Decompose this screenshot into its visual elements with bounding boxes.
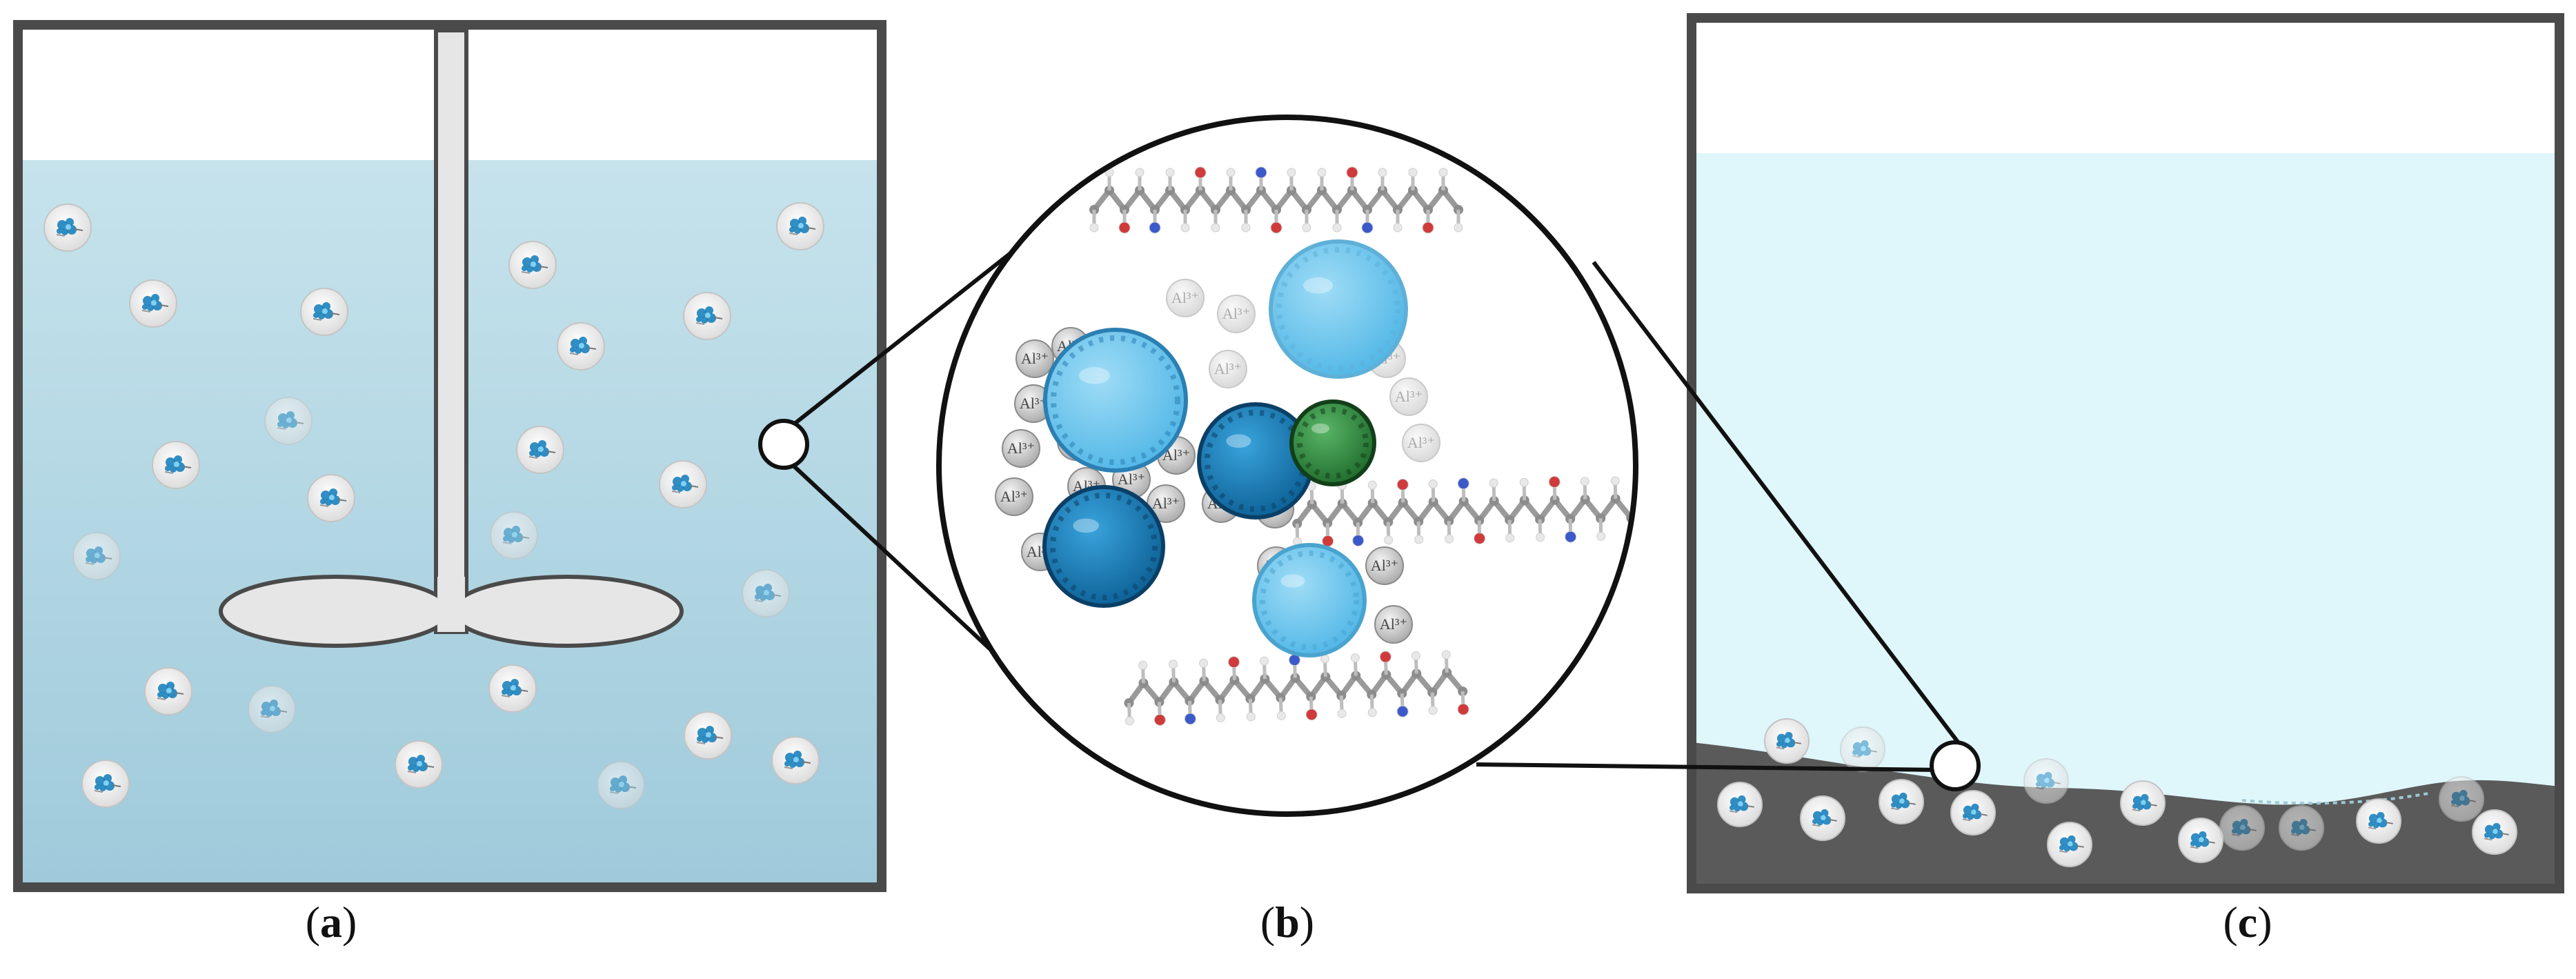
panel-label-b: (b) [1260,898,1315,947]
aluminum-ion: Al³⁺ [1015,339,1054,378]
floc-particle [683,292,731,340]
impeller-blade-left [219,575,452,648]
aluminum-ion-label: Al³⁺ [1380,615,1407,633]
aluminum-ion: Al³⁺ [1374,605,1413,644]
floc-particle [684,711,732,760]
aluminum-ion: Al³⁺ [1209,350,1247,388]
aluminum-ion-label: Al³⁺ [1407,434,1435,451]
impeller-shaft [434,28,468,634]
aluminum-ion: Al³⁺ [1217,295,1256,333]
impeller-blade-right [450,575,684,648]
panel-label-a: (a) [305,898,357,947]
polymer-chain [1292,475,1636,547]
panel-a-frame [13,20,886,892]
floc-particle [2023,758,2069,804]
panel-a-tank [13,20,886,892]
aluminum-ion-label: Al³⁺ [1152,495,1180,512]
zoom-marker-c [1930,740,1981,791]
floc-particle [2356,798,2401,844]
floc-particle [2472,809,2517,855]
floc-particle [1800,795,1845,841]
floc-particle [771,736,820,784]
zoom-source-markers [758,419,1981,791]
panel-c-tank [1687,13,2564,893]
floc-particle [508,241,557,289]
floc-particle [264,397,313,445]
impeller [219,28,684,648]
floc-particle [43,204,92,252]
aluminum-ion-label: Al³⁺ [1371,557,1398,574]
aluminum-ion-label: Al³⁺ [1214,360,1242,377]
aluminum-ion: Al³⁺ [1389,377,1428,416]
floc-sphere [1289,399,1376,486]
floc-particle [2047,822,2092,867]
floc-particle [516,426,564,474]
floc-particle [2219,805,2265,851]
polymer-chain [1089,166,1463,234]
panel-a-particles [43,202,824,809]
floc-particle [1950,790,1996,835]
floc-particle [659,460,707,508]
floc-particle [300,288,348,336]
floc-particle [72,532,121,580]
floc-particle [2178,818,2223,863]
floc-particle [597,761,645,809]
panel-label-c: (c) [2223,898,2272,947]
aluminum-ion-label: Al³⁺ [1171,289,1199,306]
floc-particle [81,760,130,808]
aluminum-ion-label: Al³⁺ [1021,350,1049,367]
floc-particle [2120,780,2166,826]
floc-particles [1042,239,1408,657]
aluminum-ion-label: Al³⁺ [1007,439,1035,457]
floc-particle [395,740,443,789]
floc-particle [307,474,355,522]
zoom-marker-a [758,419,809,470]
panel-b-magnifier: Al³⁺ Al³⁺ Al³⁺ Al³⁺ Al³⁺ Al³⁺ Al³⁺ Al³⁺ Al³⁺ Al³⁺… [936,115,1638,817]
floc-sphere [1269,239,1408,379]
panel-c-frame [1687,13,2564,893]
floc-particle [1840,726,1885,772]
floc-particle [1764,718,1810,764]
aluminum-ion: Al³⁺ [1014,384,1053,423]
floc-particle [144,667,192,715]
aluminum-ion: Al³⁺ [1002,429,1040,468]
floc-particle [557,322,605,370]
aluminum-ion: Al³⁺ [1147,484,1185,523]
floc-particle [129,279,177,328]
zoom-connector-lines [780,250,1965,772]
floc-particle [488,664,537,713]
panel-b-outline [936,115,1638,817]
floc-particle [248,685,296,733]
floc-particle [742,569,790,617]
floc-particle [776,202,824,250]
aluminum-ion: Al³⁺ [1166,279,1205,317]
polymer-chains [1089,166,1636,726]
floc-particle [2439,776,2484,822]
aluminum-ion: Al³⁺ [1402,424,1440,462]
floc-sphere [1042,485,1165,608]
polymer-chain [1124,650,1469,726]
aluminum-ion-label: Al³⁺ [1395,388,1423,405]
aluminum-ion-label: Al³⁺ [1222,305,1250,322]
floc-sphere [1043,328,1188,473]
aluminum-ion-label: Al³⁺ [1118,471,1145,488]
floc-particle [2279,805,2324,851]
aluminum-ion-label: Al³⁺ [1000,488,1028,505]
panel-c-particles [1717,718,2517,867]
floc-particle [1717,782,1763,827]
aluminum-ion-label: Al³⁺ [1020,395,1047,412]
aluminum-ion: Al³⁺ [1365,546,1404,585]
floc-particle [1879,779,1924,824]
floc-particle [152,441,200,489]
aluminum-ion: Al³⁺ [995,477,1033,516]
floc-sphere [1252,543,1367,657]
floc-particle [490,511,538,560]
